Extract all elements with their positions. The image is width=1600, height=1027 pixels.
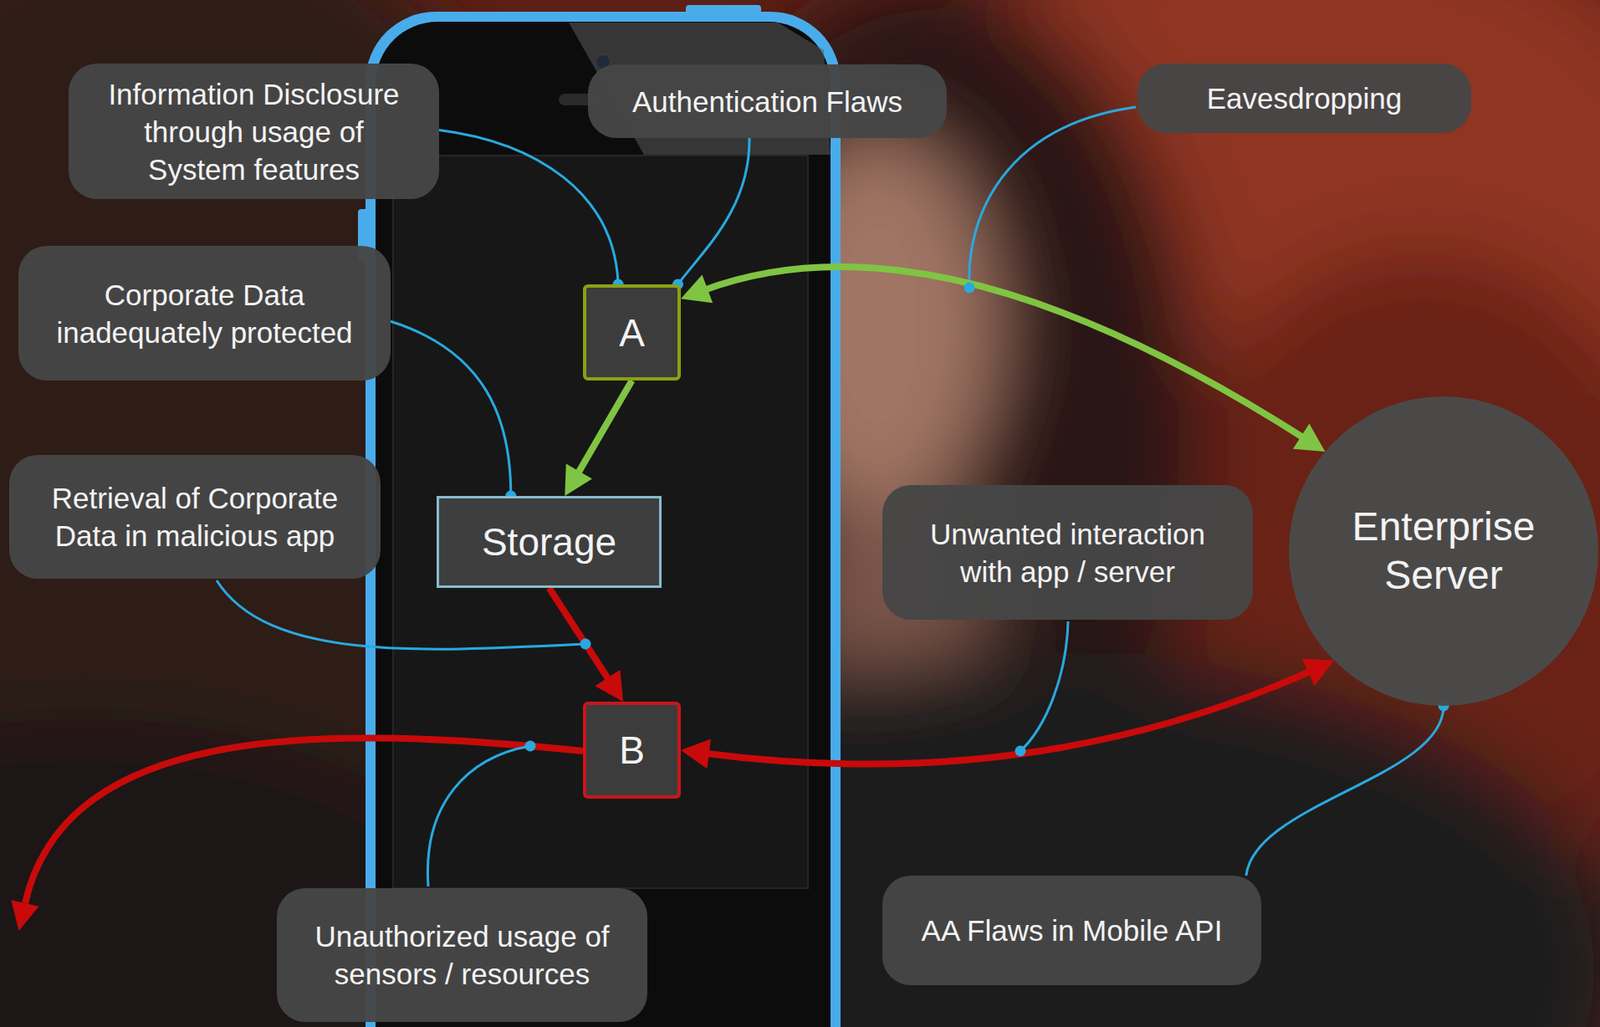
node-label: AA Flaws in Mobile API: [921, 911, 1223, 950]
circle-shape: [1288, 396, 1599, 706]
flow-arrow: [680, 658, 1335, 769]
leader-line: [427, 746, 531, 887]
arrow-head: [1302, 658, 1335, 686]
arrow-head: [1293, 424, 1325, 453]
phone-screen: [393, 155, 808, 889]
node-label: Eavesdropping: [1206, 79, 1403, 118]
app-box: B: [582, 701, 681, 799]
threat-callout: Retrieval of Corporate Data in malicious…: [9, 454, 381, 579]
leader-line: [1020, 621, 1069, 752]
leader-dot: [964, 282, 976, 294]
connector-line: [703, 669, 1314, 765]
arrow-head: [10, 899, 39, 931]
app-box: A: [582, 284, 681, 381]
threat-callout: Unauthorized usage of sensors / resource…: [276, 888, 648, 1023]
leader-connector: [1246, 700, 1450, 877]
threat-callout: Authentication Flaws: [587, 64, 947, 139]
leader-connector: [390, 321, 517, 501]
phone-body: [375, 21, 831, 1027]
arrow-head: [564, 464, 593, 496]
connector-line: [678, 138, 751, 285]
node-label: Retrieval of Corporate Data in malicious…: [34, 479, 356, 555]
threat-callout: Information Disclosure through usage of …: [68, 63, 440, 200]
leader-dot: [580, 638, 592, 650]
server-circle: Enterprise Server: [1288, 396, 1599, 706]
threat-callout: AA Flaws in Mobile API: [882, 875, 1262, 986]
threat-callout: Corporate Data inadequately protected: [18, 245, 391, 381]
node-label: Enterprise Server: [1318, 502, 1570, 600]
flow-arrow: [564, 380, 632, 496]
outbound-arrow: [25, 737, 583, 904]
leader-connector: [439, 129, 624, 290]
storage-box: Storage: [436, 495, 662, 588]
node-label: Authentication Flaws: [632, 82, 903, 121]
leader-dot: [1015, 746, 1027, 757]
connector-line: [702, 266, 1307, 440]
connector-line: [1246, 705, 1444, 876]
node-label: Information Disclosure through usage of …: [93, 75, 415, 189]
arrow-head: [594, 669, 624, 702]
node-label: Corporate Data inadequately protected: [43, 276, 366, 352]
connector-line: [439, 129, 619, 285]
leader-dot: [525, 741, 537, 752]
node-label: Storage: [481, 519, 617, 565]
node-label: A: [618, 310, 645, 356]
arrow-head: [680, 739, 711, 770]
leader-connector: [672, 138, 750, 291]
node-label: B: [618, 727, 645, 773]
flow-arrow: [680, 266, 1325, 452]
leader-line: [969, 107, 1136, 287]
node-label: Unauthorized usage of sensors / resource…: [301, 917, 623, 993]
threat-callout: Unwanted interaction with app / server: [882, 485, 1253, 620]
node-label: Unwanted interaction with app / server: [907, 515, 1228, 591]
connector-line: [576, 380, 633, 477]
connector-line: [549, 587, 612, 683]
arrow-head: [680, 274, 713, 303]
circle-outline: [1288, 396, 1599, 706]
connector-line: [390, 321, 512, 496]
threat-callout: Eavesdropping: [1137, 63, 1472, 133]
flow-arrow: [549, 587, 624, 702]
leader-line: [216, 580, 586, 650]
